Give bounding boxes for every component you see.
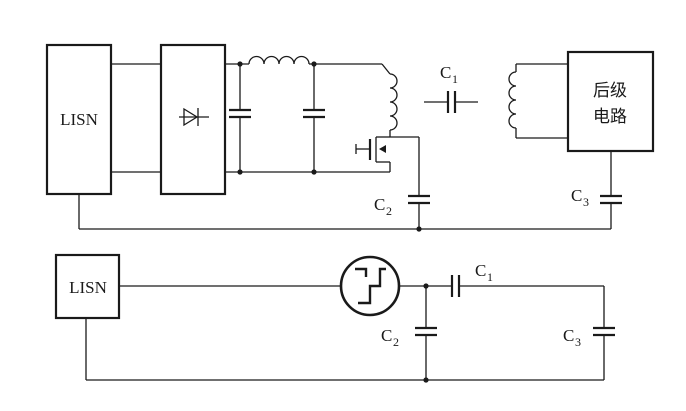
series-inductor — [248, 55, 310, 65]
transformer-primary — [389, 73, 398, 131]
diode-symbol — [179, 107, 209, 127]
bottom-c1-index: 1 — [487, 270, 493, 284]
bottom-capacitor-c1 — [450, 275, 604, 297]
bottom-capacitor-c3 — [593, 286, 615, 380]
top-c1-index: 1 — [452, 72, 458, 86]
top-lisn-label: LISN — [60, 110, 98, 129]
bottom-lisn-box — [54, 253, 121, 320]
switching-source-symbol — [339, 255, 401, 317]
mosfet-switch — [355, 136, 391, 172]
top-c2-letter: C — [374, 195, 385, 214]
top-circuit: LISN — [45, 43, 655, 232]
top-c3-letter: C — [571, 186, 582, 205]
bottom-c2-index: 2 — [393, 335, 399, 349]
top-c2-index: 2 — [386, 204, 392, 218]
primary-lead — [381, 63, 391, 75]
transformer-secondary — [508, 63, 568, 139]
top-capacitor-c3 — [600, 151, 622, 229]
top-capacitor-c1 — [424, 91, 478, 113]
filter-capacitor-2 — [303, 61, 325, 175]
top-c3-index: 3 — [583, 195, 589, 209]
load-label-line1: 后级 — [593, 81, 627, 101]
top-capacitor-c2 — [408, 137, 430, 232]
filter-capacitor-1 — [229, 61, 251, 175]
load-label-line2: 电路 — [593, 107, 627, 127]
bottom-c1-letter: C — [475, 261, 486, 280]
bottom-c3-index: 3 — [575, 335, 581, 349]
bottom-capacitor-c2 — [415, 286, 437, 383]
top-lisn-box — [45, 43, 113, 196]
top-c1-letter: C — [440, 63, 451, 82]
bottom-c2-letter: C — [381, 326, 392, 345]
bottom-c3-letter: C — [563, 326, 574, 345]
bottom-lisn-label: LISN — [69, 278, 107, 297]
bottom-circuit: LISN C 1 C 2 — [54, 253, 615, 383]
load-circuit-box — [566, 50, 655, 153]
